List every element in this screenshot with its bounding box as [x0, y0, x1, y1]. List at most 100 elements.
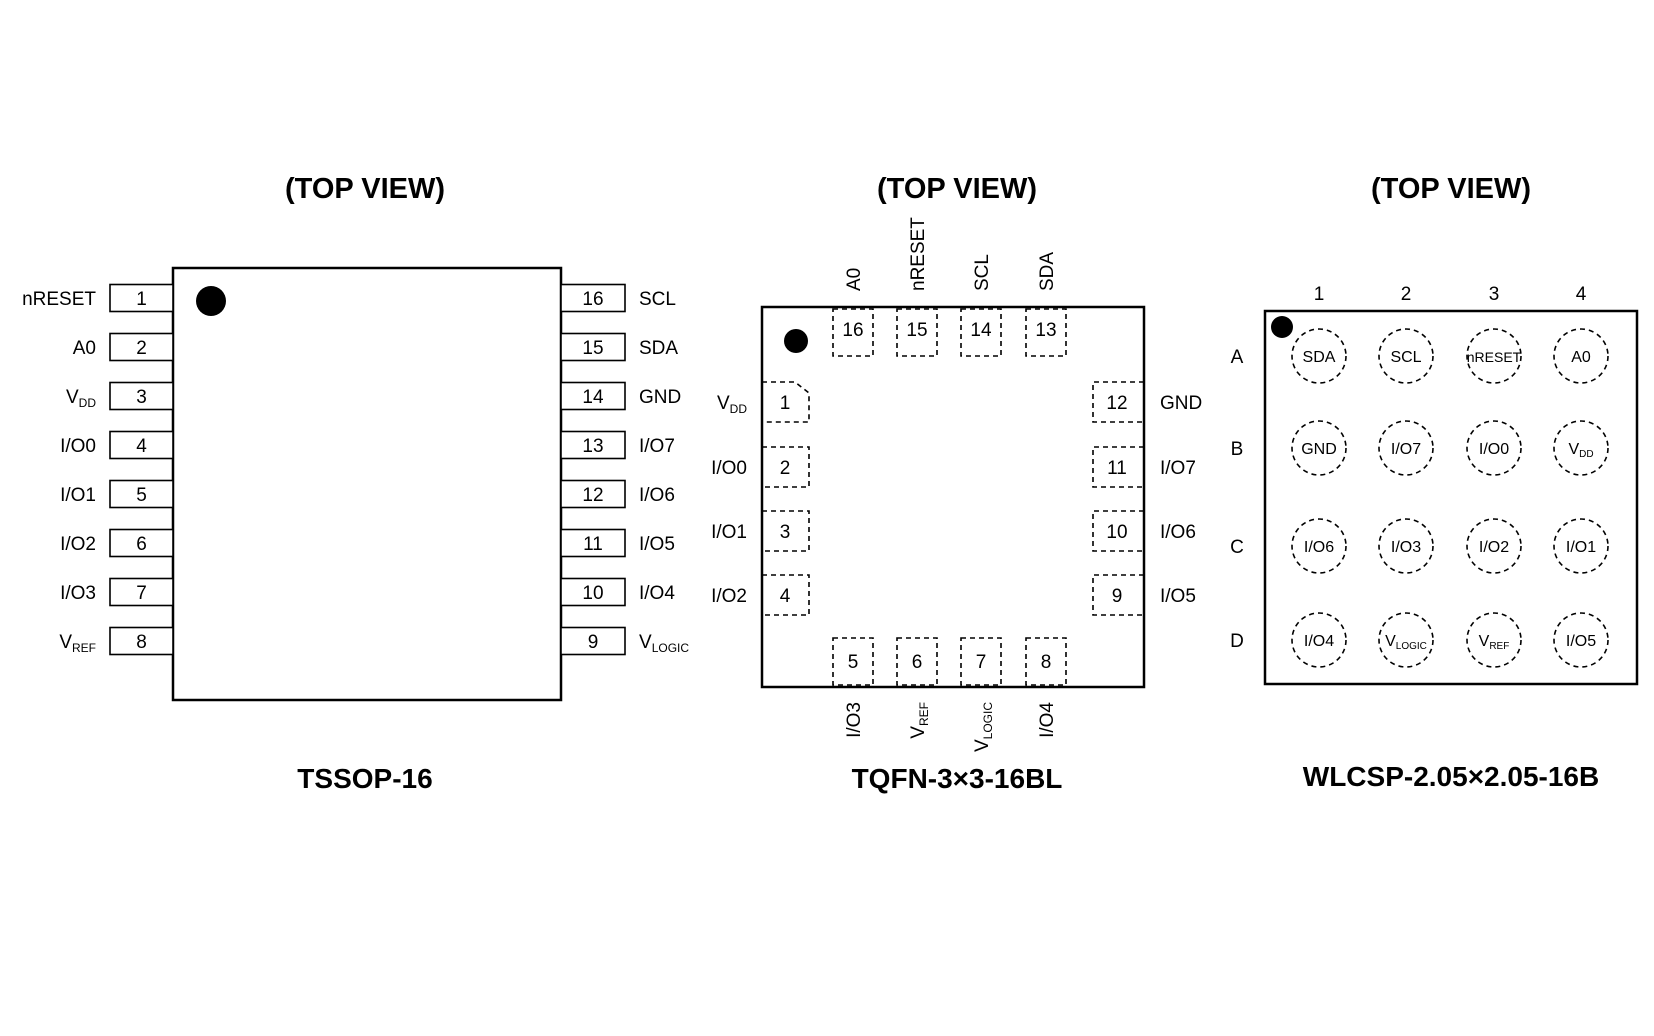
pin-label-nreset: nRESET — [22, 289, 96, 310]
pad-number: 5 — [848, 652, 859, 673]
pin-lead — [560, 577, 626, 607]
pin-label-nreset: nRESET — [908, 217, 929, 291]
pin-lead — [109, 528, 174, 558]
pin-number: 7 — [136, 583, 147, 604]
pad-outline — [896, 637, 938, 686]
pad-outline — [832, 308, 874, 357]
ball-label-i-o7: I/O7 — [1391, 441, 1421, 458]
pad-outline — [1025, 637, 1067, 686]
pin-5: 5 I/O1 — [60, 479, 174, 509]
ball-label-gnd: GND — [1301, 441, 1337, 458]
pin1-indicator-dot — [784, 329, 808, 353]
pin-number: 5 — [136, 485, 147, 506]
pin-label-i-o1: I/O1 — [60, 485, 96, 506]
ball-label-a0: A0 — [1571, 349, 1591, 366]
ball-label-i-o3: I/O3 — [1391, 539, 1421, 556]
column-label-3: 3 — [1489, 284, 1500, 305]
pin-lead — [109, 430, 174, 460]
pad-number: 4 — [780, 586, 791, 607]
ball-label-nreset: nRESET — [1467, 349, 1522, 365]
pin-number: 4 — [136, 436, 147, 457]
ball-label-i-o6: I/O6 — [1304, 539, 1334, 556]
ball-outline — [1291, 612, 1347, 668]
column-label-4: 4 — [1576, 284, 1587, 305]
pin-label-scl: SCL — [972, 254, 993, 291]
ball-label-vdd: VDD — [1568, 441, 1593, 460]
ball-outline — [1553, 328, 1609, 384]
pad-outline — [960, 308, 1002, 357]
column-label-1: 1 — [1314, 284, 1325, 305]
ball-label-i-o5: I/O5 — [1566, 633, 1596, 650]
pad-number: 10 — [1106, 522, 1127, 543]
pin-lead — [560, 528, 626, 558]
pad-8: 8I/O4 — [1025, 637, 1067, 738]
pin-label-gnd: GND — [639, 387, 681, 408]
pin-lead — [109, 626, 174, 656]
ball-label-scl: SCL — [1390, 349, 1421, 366]
pin-label-scl: SCL — [639, 289, 676, 310]
pin-lead — [560, 430, 626, 460]
pin-label-gnd: GND — [1160, 393, 1202, 414]
wlcsp-view-label: (TOP VIEW) — [1371, 173, 1531, 205]
pin-4: 4I/O0 — [60, 430, 174, 460]
tssop-body — [171, 266, 563, 702]
column-label-2: 2 — [1401, 284, 1412, 305]
pin-label-i-o5: I/O5 — [1160, 586, 1196, 607]
pin-lead — [560, 283, 626, 313]
pin-number: 16 — [582, 289, 603, 310]
tqfn-package-name: TQFN-3×3-16BL — [852, 763, 1063, 794]
pad-number: 1 — [780, 393, 791, 414]
ball-a1: SDA — [1291, 328, 1347, 384]
row-label-c: C — [1230, 537, 1244, 558]
pin-label-vref: VREF — [59, 632, 96, 655]
ball-c3: I/O2 — [1466, 518, 1522, 574]
row-label-a: A — [1231, 347, 1244, 368]
ball-label-sda: SDA — [1303, 349, 1336, 366]
ball-d3: VREF — [1466, 612, 1522, 668]
pin-number: 11 — [583, 534, 603, 555]
pad-number: 3 — [780, 522, 791, 543]
tqfn-package: (TOP VIEW) 16A015nRESET14SCL13SDA5I/O36V… — [711, 173, 1202, 794]
pin-6: 6I/O2 — [60, 528, 174, 558]
pin-lead — [109, 332, 174, 362]
pad-outline — [762, 446, 810, 488]
ball-outline — [1466, 518, 1522, 574]
pin-lead — [560, 626, 626, 656]
pad-outline-chamfered — [762, 381, 810, 423]
pin-label-i-o2: I/O2 — [60, 534, 96, 555]
pad-number: 11 — [1107, 458, 1127, 479]
pad-number: 6 — [912, 652, 923, 673]
ball-outline — [1553, 612, 1609, 668]
pin-label-i-o6: I/O6 — [639, 485, 675, 506]
row-label-b: B — [1231, 439, 1244, 460]
ball-a2: SCL — [1378, 328, 1434, 384]
pin-label-i-o4: I/O4 — [1037, 702, 1058, 738]
pad-4: 4 I/O2 — [711, 574, 810, 616]
pin-number: 9 — [588, 632, 599, 653]
pin-label-i-o2: I/O2 — [711, 586, 747, 607]
ball-b2: I/O7 — [1378, 420, 1434, 476]
pin-label-i-o1: I/O1 — [711, 522, 747, 543]
ball-label-i-o4: I/O4 — [1304, 633, 1334, 650]
pin-label-a0: A0 — [73, 338, 96, 359]
pad-number: 13 — [1035, 320, 1056, 341]
ball-a1-indicator-dot — [1271, 316, 1293, 338]
pin-label-sda: SDA — [1037, 252, 1058, 291]
ball-a4: A0 — [1553, 328, 1609, 384]
pin-label-i-o5: I/O5 — [639, 534, 675, 555]
pin1-indicator-dot — [196, 286, 226, 316]
pad-number: 7 — [976, 652, 987, 673]
